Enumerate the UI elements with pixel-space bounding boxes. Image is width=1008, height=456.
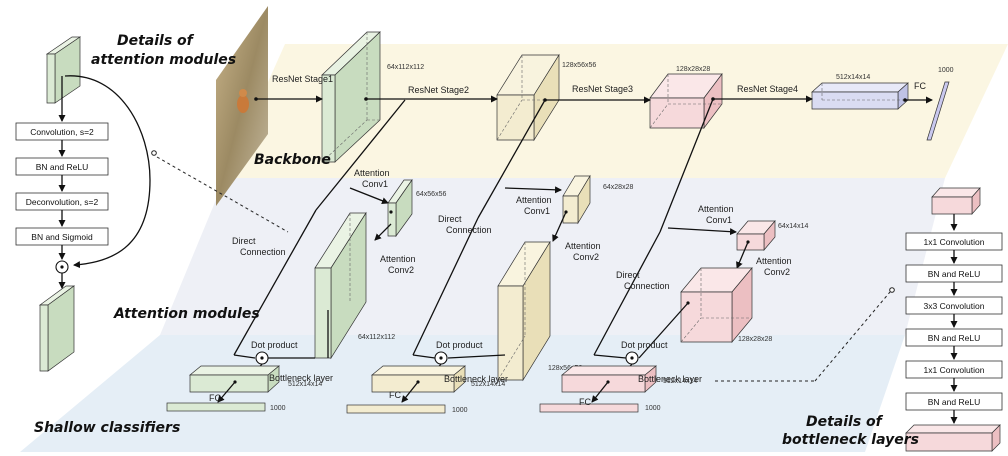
branch3-conv1-dim: 64x14x14: [778, 223, 808, 230]
backbone-fc-label: FC: [914, 81, 926, 91]
branch2-dot-label: Dot product: [436, 340, 483, 350]
branch2-conv1-dim: 64x28x28: [603, 184, 633, 191]
bottleneck-step-4: BN and ReLU: [928, 333, 980, 343]
attention-step-bn-relu: BN and ReLU: [36, 162, 88, 172]
stage1-dim: 64x112x112: [387, 64, 424, 71]
attention-detail-step-1: Convolution, s=2: [15, 122, 109, 141]
branch1-fc-dim: 1000: [270, 405, 286, 412]
input-image: [216, 6, 268, 206]
attention-detail-step-2: BN and ReLU: [15, 157, 109, 176]
branch3-fc-label: FC: [579, 397, 591, 407]
branch3-fc-dim: 1000: [645, 405, 661, 412]
attention-detail-input: [45, 36, 82, 104]
attention-details-title-line1: Details of: [117, 33, 195, 49]
bottleneck-step-5: 1x1 Convolution: [924, 365, 985, 375]
attention-step-conv: Convolution, s=2: [30, 127, 94, 137]
stage3-label: ResNet Stage3: [572, 84, 633, 94]
shallow-plane: [20, 335, 905, 452]
bottleneck-detail-output: [905, 424, 1001, 452]
backbone-fc-plane: [926, 81, 950, 141]
attention-step-deconv: Deconvolution, s=2: [26, 197, 99, 207]
bottleneck-step-3: 3x3 Convolution: [924, 301, 985, 311]
attention-modules-title: Attention modules: [113, 306, 260, 322]
branch1-fc-label: FC: [209, 393, 221, 403]
bottleneck-step-2: BN and ReLU: [928, 269, 980, 279]
branch-1: [166, 99, 413, 412]
branch3-bott-dim: 512x14x14: [663, 378, 697, 385]
backbone-plane: [225, 44, 1008, 178]
bottleneck-step-1: 1x1 Convolution: [924, 237, 985, 247]
bottleneck-details-title-line2: bottleneck layers: [782, 432, 919, 448]
branch2-bottleneck-label: Bottleneck layer: [444, 374, 508, 384]
bottleneck-detail-input: [931, 187, 981, 215]
branch1-bott-dim: 512x14x14: [288, 381, 322, 388]
branch2-bott-dim: 512x14x14: [471, 381, 505, 388]
bottleneck-details-title-line1: Details of: [806, 414, 884, 430]
branch3-conv2-dim: 128x28x28: [738, 336, 772, 343]
branch2-fc-label: FC: [389, 390, 401, 400]
branch-3: [539, 98, 776, 413]
branch1-conv1-dim: 64x56x56: [416, 191, 446, 198]
attention-detail-step-3: Deconvolution, s=2: [15, 192, 109, 211]
stage1-label: ResNet Stage1: [272, 74, 333, 84]
branch1-bottleneck-label: Bottleneck layer: [269, 373, 333, 383]
stage4-dim: 512x14x14: [836, 74, 870, 81]
attention-step-bn-sigmoid: BN and Sigmoid: [31, 232, 93, 242]
branch1-dot-label: Dot product: [251, 340, 298, 350]
branch-2: [346, 99, 591, 414]
bottleneck-steps: 1x1 Convolution BN and ReLU 3x3 Convolut…: [905, 232, 1003, 424]
shallow-classifiers-title: Shallow classifiers: [34, 420, 180, 436]
stage4-label: ResNet Stage4: [737, 84, 798, 94]
stage4-block: [811, 82, 909, 110]
branch1-conv2-dim: 64x112x112: [358, 334, 395, 341]
branch2-fc-dim: 1000: [452, 407, 468, 414]
attention-detail-step-4: BN and Sigmoid: [15, 227, 109, 246]
branch2-conv2-dim: 128x56x56: [548, 365, 582, 372]
backbone-title: Backbone: [254, 152, 331, 168]
backbone-fc-dim: 1000: [938, 67, 954, 74]
branch3-dot-label: Dot product: [621, 340, 668, 350]
attention-details-title-line2: attention modules: [91, 52, 236, 68]
stage2-label: ResNet Stage2: [408, 85, 469, 95]
bottleneck-step-6: BN and ReLU: [928, 397, 980, 407]
stage2-dim: 128x56x56: [562, 62, 596, 69]
attention-detail-output: [38, 285, 76, 372]
stage3-dim: 128x28x28: [676, 66, 710, 73]
stage3-block: [649, 72, 723, 130]
branch3-bottleneck-label: Bottleneck layer: [638, 374, 702, 384]
stage1-block: [321, 31, 381, 163]
stage2-block: [496, 53, 560, 142]
